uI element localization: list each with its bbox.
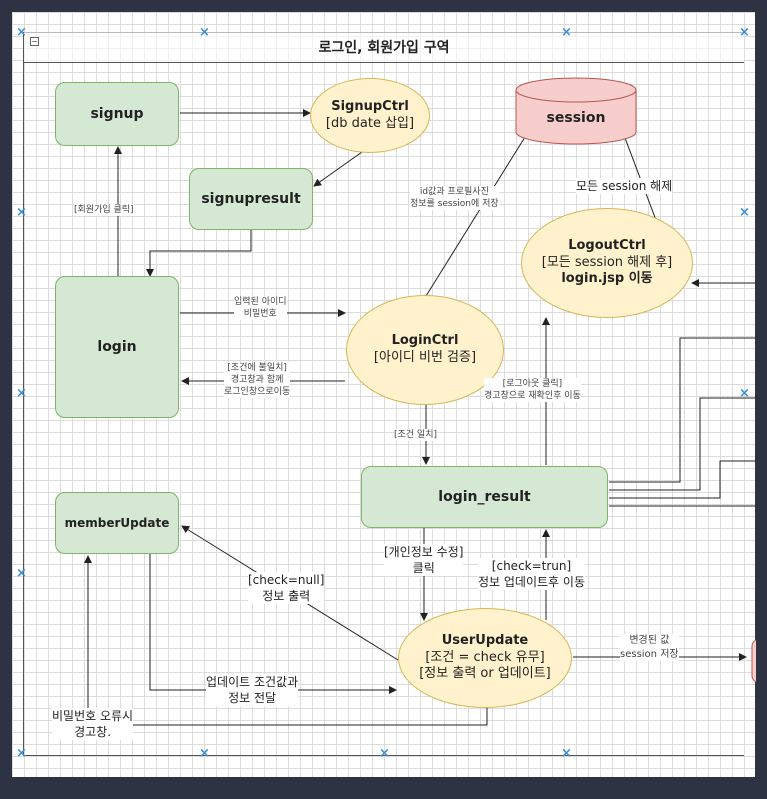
logoutctrl-desc: [모든 session 해제 후] bbox=[541, 254, 673, 270]
label-input-idpw-l1: 입력된 아이디 bbox=[234, 297, 287, 307]
label-input-idpw: 입력된 아이디 비밀번호 bbox=[234, 296, 287, 321]
login-box[interactable]: login bbox=[55, 276, 179, 418]
edge-signupresult-login bbox=[146, 230, 252, 277]
label-all-session: 모든 session 해제 bbox=[576, 178, 673, 195]
logoutctrl-title: LogoutCtrl bbox=[568, 237, 646, 253]
edge-offscreen-2 bbox=[609, 397, 756, 491]
guide-marker-icon: × bbox=[199, 25, 210, 40]
label-check-null-l2: 정보 출력 bbox=[262, 589, 311, 604]
userupdate-node[interactable]: UserUpdate [조건 = check 유무] [정보 출력 or 업데이… bbox=[398, 608, 572, 708]
label-pw-error-l2: 경고창. bbox=[74, 725, 112, 740]
label-pw-error: 비밀번호 오류시 경고창. bbox=[52, 708, 134, 741]
session-store[interactable] bbox=[515, 77, 637, 145]
guide-marker-icon: × bbox=[199, 746, 210, 761]
edge-offscreen-1 bbox=[609, 337, 756, 483]
signup-box[interactable]: signup bbox=[55, 82, 179, 146]
guide-marker-icon: × bbox=[16, 566, 27, 581]
label-id-store-l2: 정보를 session에 저장 bbox=[410, 199, 499, 210]
label-update-cond: 업데이트 조건값과 정보 전달 bbox=[206, 674, 299, 707]
signupresult-box[interactable]: signupresult bbox=[189, 168, 313, 230]
session-store-2[interactable] bbox=[751, 639, 757, 683]
label-check-true: [check=trun] 정보 업데이트후 이동 bbox=[478, 558, 585, 591]
label-signup-click: [회원가입 클릭] bbox=[74, 204, 134, 217]
guide-marker-icon: × bbox=[739, 386, 750, 401]
guide-marker-icon: × bbox=[561, 746, 572, 761]
edge-memberupdate-userupdate bbox=[149, 554, 397, 694]
label-check-true-l1: [check=trun] bbox=[491, 559, 572, 573]
guide-marker-icon: × bbox=[739, 25, 750, 40]
label-check-true-l2: 정보 업데이트후 이동 bbox=[478, 575, 585, 590]
label-update-cond-l2: 정보 전달 bbox=[228, 691, 277, 706]
guide-marker-icon: × bbox=[16, 205, 27, 220]
label-pw-error-l1: 비밀번호 오류시 bbox=[52, 709, 134, 723]
label-check-null: [check=null] 정보 출력 bbox=[248, 572, 325, 605]
loginctrl-title: LoginCtrl bbox=[391, 333, 459, 349]
label-changed-value: 변경된 값 session 저장 bbox=[620, 634, 679, 661]
label-logout-click-l2: 경고창으로 재확인후 이동 bbox=[484, 391, 581, 402]
label-input-idpw-l2: 비밀번호 bbox=[243, 309, 277, 320]
label-match: [조건 일치] bbox=[394, 429, 438, 442]
label-id-store-l1: id값과 프로필사진 bbox=[419, 187, 489, 197]
label-edit-click-l1: [개인정보 수정] bbox=[384, 545, 464, 559]
userupdate-action: [정보 출력 or 업데이트] bbox=[419, 666, 551, 682]
signupctrl-title: SignupCtrl bbox=[331, 98, 409, 114]
guide-marker-icon: × bbox=[379, 746, 390, 761]
swimlane-title[interactable]: 로그인, 회원가입 구역 bbox=[24, 32, 744, 63]
loginctrl-node[interactable]: LoginCtrl [아이디 비번 검증] bbox=[346, 295, 504, 405]
label-logout-click: [로그아웃 클릭] 경고창으로 재확인후 이동 bbox=[484, 378, 581, 403]
session-label: session bbox=[546, 110, 606, 126]
label-changed-value-l1: 변경된 값 bbox=[629, 635, 670, 646]
edge-offscreen-3 bbox=[609, 460, 756, 499]
collapse-icon[interactable]: − bbox=[30, 37, 39, 46]
login-result-box[interactable]: login_result bbox=[361, 466, 608, 528]
label-mismatch: [조건에 불일치] 경고창과 함께 로그인창으로이동 bbox=[224, 362, 291, 399]
label-mismatch-l3: 로그인창으로이동 bbox=[224, 387, 291, 398]
signupctrl-desc: [db date 삽입] bbox=[325, 115, 415, 131]
label-mismatch-l1: [조건에 불일치] bbox=[227, 363, 287, 373]
label-id-store: id값과 프로필사진 정보를 session에 저장 bbox=[410, 186, 499, 211]
label-logout-click-l1: [로그아웃 클릭] bbox=[502, 379, 563, 389]
label-check-null-l1: [check=null] bbox=[248, 573, 325, 587]
swimlane-title-text: 로그인, 회원가입 구역 bbox=[318, 40, 450, 56]
loginctrl-desc: [아이디 비번 검증] bbox=[373, 350, 477, 365]
guide-marker-icon: × bbox=[739, 205, 750, 220]
memberupdate-box[interactable]: memberUpdate bbox=[55, 492, 179, 554]
label-update-cond-l1: 업데이트 조건값과 bbox=[206, 675, 299, 689]
logoutctrl-action: login.jsp 이동 bbox=[561, 271, 653, 287]
label-changed-value-l2: session 저장 bbox=[620, 648, 679, 660]
userupdate-title: UserUpdate bbox=[441, 632, 529, 648]
edge-signupctrl-signupresult bbox=[313, 151, 363, 187]
label-edit-click-l2: 클릭 bbox=[412, 561, 435, 576]
guide-marker-icon: × bbox=[16, 25, 27, 40]
edge-loginctrl-session bbox=[425, 128, 531, 297]
userupdate-cond: [조건 = check 유무] bbox=[425, 649, 545, 665]
label-mismatch-l2: 경고창과 함께 bbox=[230, 375, 284, 386]
label-edit-click: [개인정보 수정] 클릭 bbox=[384, 544, 464, 577]
edge-userupdate-memberupdate-pw bbox=[84, 555, 488, 726]
guide-marker-icon: × bbox=[16, 386, 27, 401]
signupctrl-node[interactable]: SignupCtrl [db date 삽입] bbox=[310, 78, 430, 153]
guide-marker-icon: × bbox=[561, 25, 572, 40]
logoutctrl-node[interactable]: LogoutCtrl [모든 session 해제 후] login.jsp 이… bbox=[521, 208, 693, 318]
guide-marker-icon: × bbox=[16, 746, 27, 761]
database-icon bbox=[515, 90, 637, 145]
